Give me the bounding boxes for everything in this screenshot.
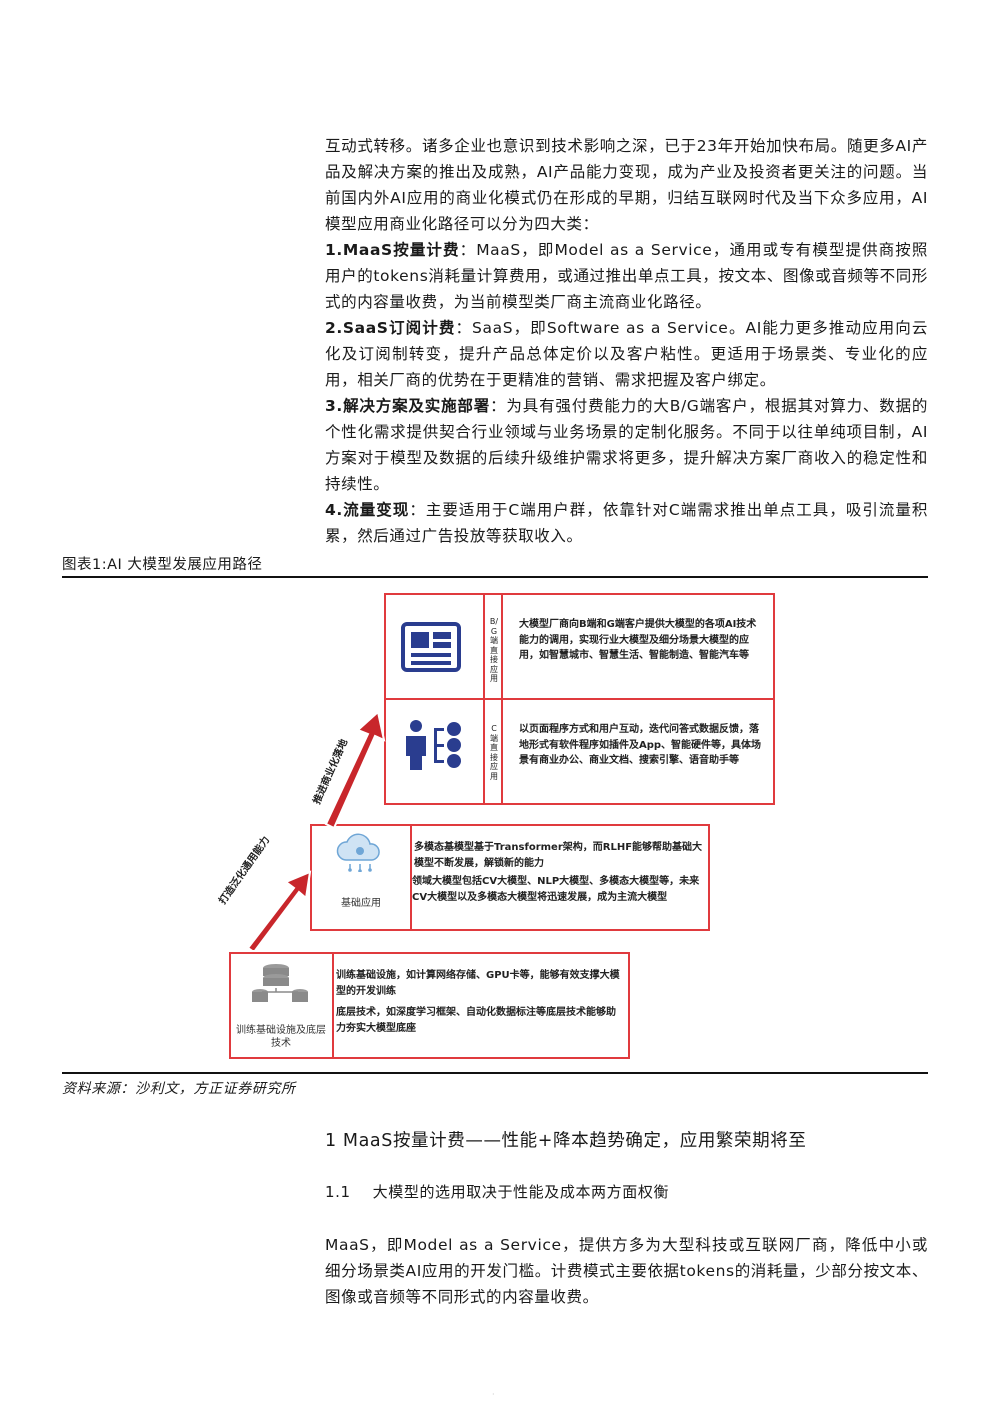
model-item-4: 4.流量变现：主要适用于C端用户群，依靠针对C端需求推出单点工具，吸引流量积累，…	[325, 497, 928, 549]
figure-bottom-rule	[62, 1072, 928, 1074]
figure-caption: 图表1:AI 大模型发展应用路径	[62, 557, 263, 573]
bottom-tier-text-1: 训练基础设施，如计算网络存储、GPU卡等，能够有效支撑大模型的开发训练	[336, 970, 620, 997]
subsection-heading: 1.1 大模型的选用取决于性能及成本两方面权衡	[325, 1181, 669, 1202]
dashboard-icon	[401, 622, 461, 672]
subsection-number: 1.1	[325, 1183, 351, 1201]
user-hierarchy-icon	[406, 720, 461, 770]
page-mark: ·	[492, 1390, 495, 1399]
top-tier-col-line	[501, 593, 503, 803]
c-direct-label: C端直接应用	[490, 724, 498, 781]
bottom-tier-box	[229, 952, 630, 1059]
c-direct-text: 以页面程序方式和用户互动，迭代问答式数据反馈，落地形式有软件程序如插件及App、…	[519, 724, 762, 766]
cloud-ai-icon	[336, 833, 380, 872]
intro-paragraph: 互动式转移。诸多企业也意识到技术影响之深，已于23年开始加快布局。随更多AI产品…	[325, 137, 928, 233]
model-item-1: 1.MaaS按量计费：MaaS，即Model as a Service，通用或专…	[325, 237, 928, 315]
top-tier-col-line	[483, 593, 485, 803]
model-text: ：SaaS，即Software as a Service。AI能力更多推动应用向…	[325, 319, 928, 389]
model-item-2: 2.SaaS订阅计费：SaaS，即Software as a Service。A…	[325, 315, 928, 393]
intro-section: 互动式转移。诸多企业也意识到技术影响之深，已于23年开始加快布局。随更多AI产品…	[325, 133, 928, 549]
mid-tier-col-line	[410, 824, 412, 929]
mid-tier-text-2: 领域大模型包括CV大模型、NLP大模型、多模态大模型等，未来CV大模型以及多模态…	[412, 876, 700, 903]
top-tier-divider	[384, 698, 773, 700]
subsection-title: 大模型的选用取决于性能及成本两方面权衡	[372, 1183, 670, 1201]
figure-source: 资料来源：沙利文，方正证券研究所	[62, 1081, 296, 1097]
section-heading: 1 MaaS按量计费——性能+降本趋势确定，应用繁荣期将至	[325, 1131, 807, 1151]
model-text: ：主要适用于C端用户群，依靠针对C端需求推出单点工具，吸引流量积累，然后通过广告…	[325, 501, 928, 545]
bottom-tier-col-line	[332, 952, 334, 1057]
infra-label: 训练基础设施及底层技术	[236, 1025, 326, 1049]
model-item-3: 3.解决方案及实施部署：为具有强付费能力的大B/G端客户，根据其对算力、数据的个…	[325, 393, 928, 497]
database-icon	[252, 964, 308, 1002]
bottom-tier-text-2: 底层技术，如深度学习框架、自动化数据标注等底层技术能够助力夯实大模型底座	[336, 1007, 616, 1034]
bg-direct-text: 大模型厂商向B端和G端客户提供大模型的各项AI技术能力的调用，实现行业大模型及细…	[519, 619, 757, 661]
model-text: ：MaaS，即Model as a Service，通用或专有模型提供商按照用户…	[325, 241, 928, 311]
model-text: ：为具有强付费能力的大B/G端客户，根据其对算力、数据的个性化需求提供契合行业领…	[325, 397, 928, 493]
base-application-label: 基础应用	[341, 898, 381, 909]
mid-tier-text-1: 多模态基模型基于Transformer架构，而RLHF能够帮助基础大模型不断发展…	[414, 842, 703, 869]
model-title: 3.解决方案及实施部署	[325, 397, 491, 415]
arrow-upper-icon	[324, 710, 386, 830]
maas-paragraph: MaaS，即Model as a Service，提供方多为大型科技或互联网厂商…	[325, 1236, 928, 1306]
arrow-lower-icon	[246, 870, 312, 950]
model-title: 1.MaaS按量计费	[325, 241, 460, 259]
mid-tier-box	[310, 824, 710, 931]
figure-top-rule	[62, 576, 928, 578]
model-title: 4.流量变现	[325, 501, 410, 519]
bg-direct-label: B/G端直接应用	[489, 617, 499, 683]
model-title: 2.SaaS订阅计费	[325, 319, 456, 337]
